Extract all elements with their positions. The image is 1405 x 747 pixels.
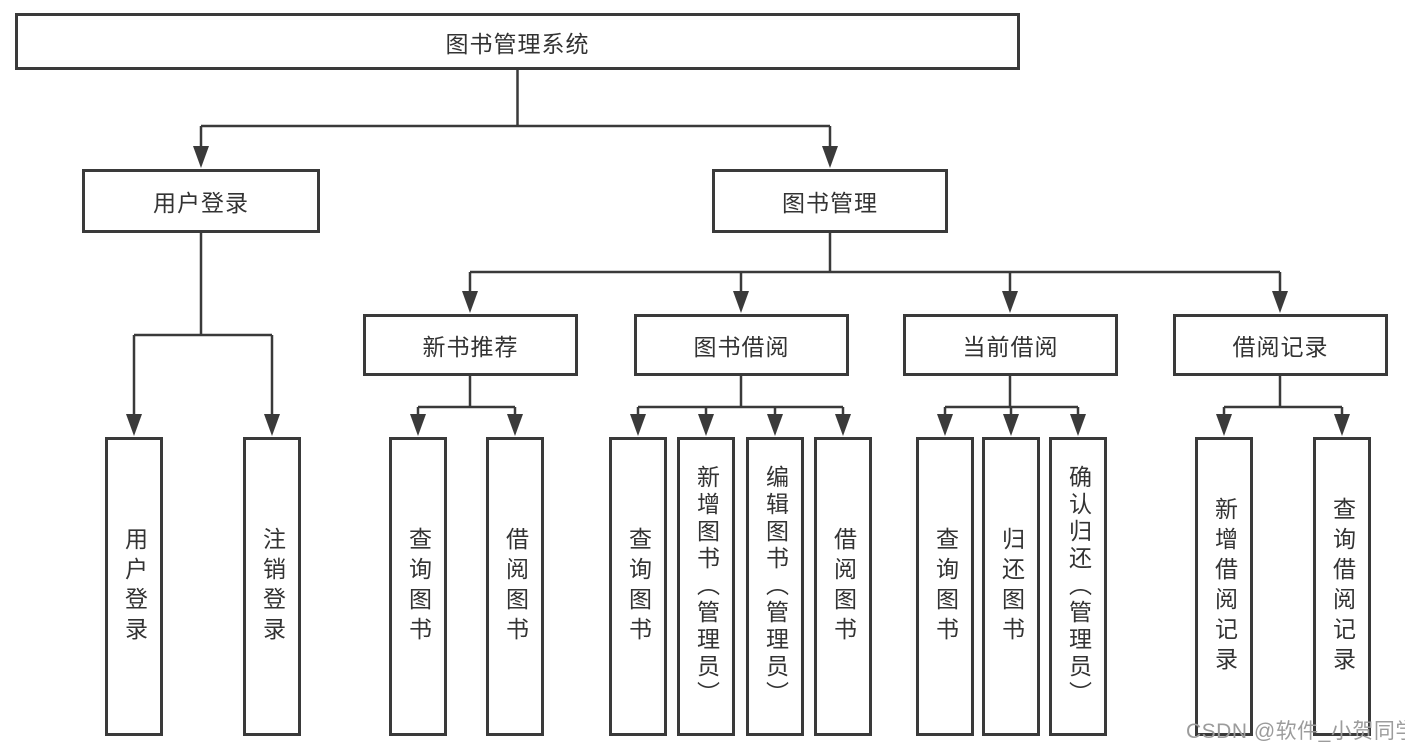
leaf-borrow-books-borrowing: 借阅图书 [814,437,872,736]
node-borrowing-records: 借阅记录 [1173,314,1388,376]
leaf-label: 借阅图书 [502,526,529,647]
arrowhead [193,146,209,168]
node-label: 新书推荐 [422,334,519,360]
arrowhead [630,414,646,436]
leaf-label: 查询图书 [625,526,652,647]
leaf-label: 编辑图书（管理员） [762,465,789,708]
leaf-edit-books-admin: 编辑图书（管理员） [746,437,804,736]
connector-new-book-split [416,376,517,416]
connector-borrowing-records-split [1222,376,1344,416]
leaf-label: 新增借阅记录 [1211,496,1238,677]
arrowhead [126,414,142,436]
node-current-borrowing: 当前借阅 [903,314,1118,376]
node-library-management-system: 图书管理系统 [15,13,1020,70]
connector-user-login-split [132,233,274,416]
leaf-user-login: 用户登录 [105,437,163,736]
leaf-add-books-admin: 新增图书（管理员） [677,437,735,736]
arrowhead [767,414,783,436]
arrowhead [1334,414,1350,436]
arrowhead [1003,414,1019,436]
arrowhead [462,291,478,313]
leaf-return-books: 归还图书 [982,437,1040,736]
leaf-add-borrow-record: 新增借阅记录 [1195,437,1253,736]
arrowhead [1272,291,1288,313]
arrowhead [1070,414,1086,436]
connector-book-management-split [468,233,1282,293]
connector-book-borrowing-split [636,376,845,416]
leaf-label: 查询图书 [405,526,432,647]
leaf-confirm-return-admin: 确认归还（管理员） [1049,437,1107,736]
node-label: 当前借阅 [962,334,1059,360]
leaf-label: 归还图书 [998,526,1025,647]
arrowhead [822,146,838,168]
leaf-label: 注销登录 [259,526,286,647]
leaf-label: 借阅图书 [830,526,857,647]
arrowhead [507,414,523,436]
arrowhead [1216,414,1232,436]
leaf-label: 用户登录 [121,526,148,647]
leaf-query-books-recommendation: 查询图书 [389,437,447,736]
leaf-query-books-current: 查询图书 [916,437,974,736]
watermark-text: CSDN @软件_小贺同学 [1186,720,1405,743]
leaf-query-books-borrowing: 查询图书 [609,437,667,736]
arrowhead [937,414,953,436]
arrowhead [698,414,714,436]
node-new-book-recommendation: 新书推荐 [363,314,578,376]
leaf-label: 查询借阅记录 [1329,496,1356,677]
arrowhead [264,414,280,436]
node-label: 借阅记录 [1232,334,1329,360]
arrowhead [410,414,426,436]
leaf-label: 新增图书（管理员） [693,465,720,708]
connector-current-borrowing-split [943,376,1080,416]
node-user-login: 用户登录 [82,169,320,233]
arrowhead [733,291,749,313]
arrowhead [1002,291,1018,313]
node-label: 图书管理系统 [445,30,590,57]
node-label: 用户登录 [153,190,249,216]
connector-root-split [199,70,832,148]
node-label: 图书管理 [782,190,878,216]
node-book-borrowing: 图书借阅 [634,314,849,376]
leaf-logout-login: 注销登录 [243,437,301,736]
leaf-borrow-books-recommendation: 借阅图书 [486,437,544,736]
leaf-label: 查询图书 [932,526,959,647]
leaf-query-borrow-record: 查询借阅记录 [1313,437,1371,736]
arrowhead [835,414,851,436]
node-label: 图书借阅 [693,334,790,360]
node-book-management: 图书管理 [712,169,948,233]
leaf-label: 确认归还（管理员） [1065,465,1092,708]
